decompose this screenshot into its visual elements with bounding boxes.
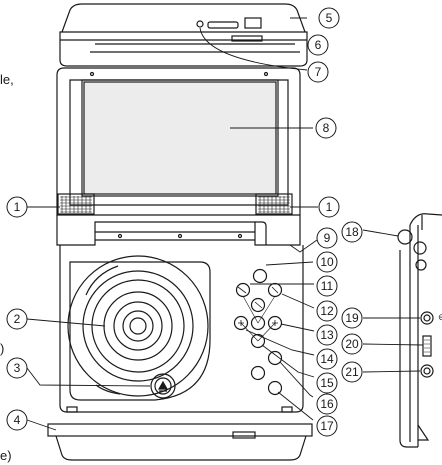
callout-label-13: 13 bbox=[320, 328, 334, 342]
callout-numbers: 5 6 7 8 1 1 9 10 11 12 13 14 15 16 17 2 … bbox=[14, 11, 359, 433]
screen bbox=[83, 81, 277, 195]
left-edge-text-3: e) bbox=[0, 448, 12, 463]
callout-label-1b: 1 bbox=[326, 200, 333, 214]
callout-label-3: 3 bbox=[14, 361, 21, 375]
callout-label-8: 8 bbox=[323, 121, 330, 135]
speaker-left bbox=[57, 193, 95, 215]
callout-20 bbox=[341, 333, 363, 355]
callout-6 bbox=[307, 34, 329, 56]
callout-label-7: 7 bbox=[315, 65, 322, 79]
callout-1a bbox=[6, 196, 28, 218]
callout-label-4: 4 bbox=[14, 413, 21, 427]
callouts bbox=[6, 7, 363, 437]
base-body bbox=[59, 245, 304, 413]
callout-label-16: 16 bbox=[320, 397, 334, 411]
svg-text:⊖: ⊖ bbox=[438, 312, 442, 322]
disc-lid bbox=[67, 255, 211, 401]
speaker-right bbox=[255, 193, 293, 215]
callout-4 bbox=[6, 409, 28, 431]
callout-13 bbox=[316, 324, 338, 346]
callout-19 bbox=[341, 307, 363, 329]
callout-label-6: 6 bbox=[315, 38, 322, 52]
callout-11 bbox=[316, 275, 338, 297]
callout-7 bbox=[307, 61, 329, 83]
callout-label-2: 2 bbox=[14, 312, 21, 326]
hinge bbox=[56, 215, 301, 246]
bottom-view bbox=[47, 423, 313, 461]
callout-15 bbox=[316, 372, 338, 394]
callout-label-20: 20 bbox=[345, 337, 359, 351]
callout-label-19: 19 bbox=[345, 311, 359, 325]
callout-18 bbox=[341, 221, 363, 243]
callout-label-14: 14 bbox=[320, 352, 334, 366]
leader-lines bbox=[26, 17, 424, 431]
screen-lid bbox=[56, 67, 301, 216]
callout-5 bbox=[318, 7, 340, 29]
callout-label-11: 11 bbox=[321, 279, 334, 293]
left-edge-text-2: ) bbox=[0, 341, 5, 356]
callout-label-18: 18 bbox=[345, 225, 359, 239]
callout-10 bbox=[316, 251, 338, 273]
callout-16 bbox=[316, 393, 338, 415]
left-edge-text-1: le, bbox=[0, 72, 14, 87]
callout-label-1a: 1 bbox=[14, 200, 21, 214]
callout-label-17: 17 bbox=[320, 419, 334, 433]
callout-8 bbox=[315, 117, 337, 139]
callout-label-15: 15 bbox=[320, 376, 334, 390]
side-view: ⊖ bbox=[397, 213, 442, 448]
callout-21 bbox=[341, 361, 363, 383]
callout-label-9: 9 bbox=[324, 231, 331, 245]
open-button bbox=[150, 373, 176, 399]
callout-2 bbox=[6, 308, 28, 330]
callout-9 bbox=[316, 227, 338, 249]
callout-1b bbox=[318, 196, 340, 218]
callout-label-21: 21 bbox=[345, 365, 359, 379]
callout-label-12: 12 bbox=[320, 304, 334, 318]
callout-3 bbox=[6, 357, 28, 379]
callout-label-5: 5 bbox=[326, 11, 333, 25]
callout-label-10: 10 bbox=[320, 255, 334, 269]
callout-14 bbox=[316, 348, 338, 370]
top-view bbox=[59, 3, 308, 67]
callout-12 bbox=[316, 300, 338, 322]
callout-17 bbox=[316, 415, 338, 437]
control-buttons bbox=[233, 268, 283, 396]
